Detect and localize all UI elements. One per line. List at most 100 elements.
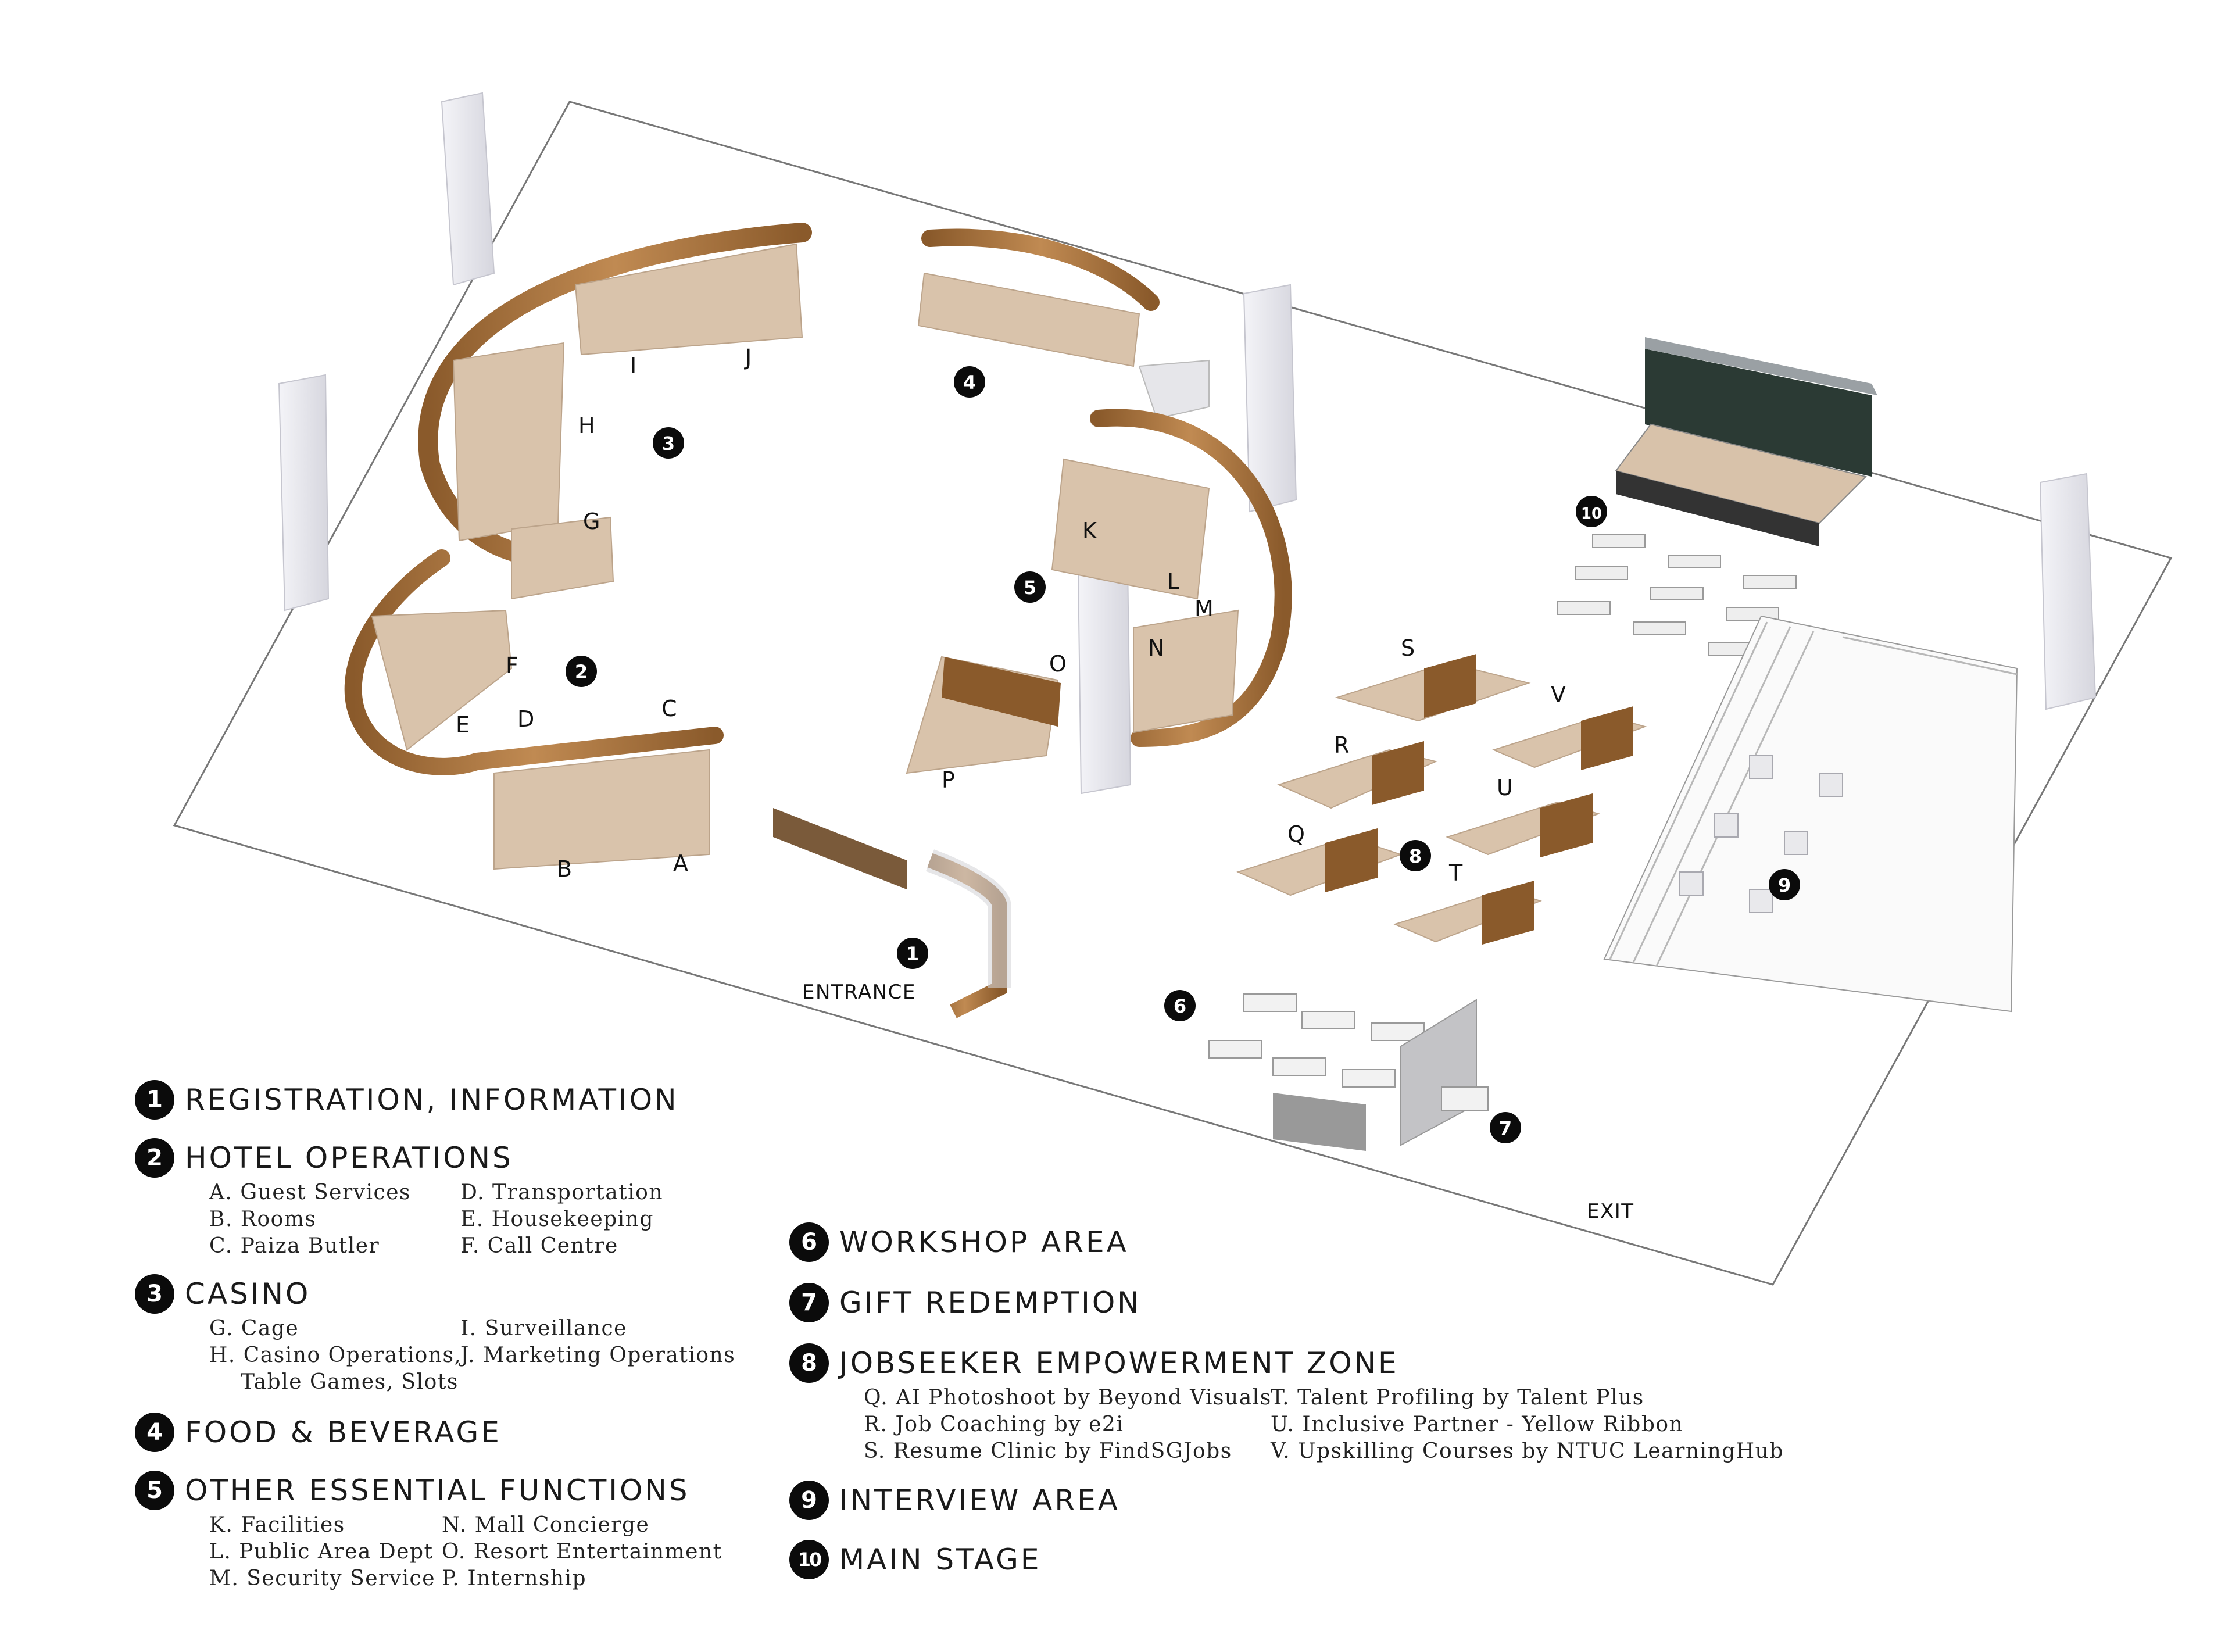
section-title: FOOD & BEVERAGE [185,1415,502,1449]
legend-item: O. Resort Entertainment [442,1540,722,1564]
booth-panels [1325,654,1633,945]
booth-label-k: K [1082,518,1097,543]
legend-section-casino: 3 CASINO [135,1272,774,1315]
section-title: CASINO [185,1277,311,1311]
exit-label: EXIT [1587,1200,1634,1223]
zone-badge-7: 7 [1490,1112,1521,1143]
legend-item: L. Public Area Dept [209,1540,434,1564]
section-title: WORKSHOP AREA [839,1225,1129,1259]
booth-label-q: Q [1287,821,1305,847]
legend-item: Q. AI Photoshoot by Beyond Visuals [864,1386,1272,1410]
legend-section-registration: 1 REGISTRATION, INFORMATION [135,1078,774,1121]
zone-badge-5: 5 [1014,571,1046,603]
legend-item: J. Marketing Operations [460,1343,736,1367]
legend-item: G. Cage [209,1317,299,1340]
legend-item: U. Inclusive Partner - Yellow Ribbon [1271,1413,1684,1436]
legend-item: P. Internship [442,1567,587,1590]
legend-item: V. Upskilling Courses by NTUC LearningHu… [1271,1439,1784,1463]
legend-right: 6 WORKSHOP AREA 7 GIFT REDEMPTION 8 JOBS… [789,1221,1784,1581]
booth-label-j: J [744,345,752,370]
booth-label-l: L [1167,568,1179,594]
booth-label-i: I [630,353,636,378]
zone-badge: 5 [135,1471,174,1510]
svg-text:5: 5 [1024,577,1036,599]
booth-label-v: V [1551,682,1566,707]
booth-label-s: S [1401,635,1415,661]
booth-label-c: C [661,696,677,721]
interview-area [1603,615,2018,1013]
section-title: MAIN STAGE [839,1543,1042,1576]
functions-ring [906,409,1292,774]
svg-text:2: 2 [575,661,588,683]
section-title: OTHER ESSENTIAL FUNCTIONS [185,1474,690,1507]
booth-label-o: O [1049,651,1067,677]
legend-item: H. Casino Operations, [209,1343,462,1367]
legend-item: D. Transportation [460,1181,664,1204]
legend-section-interview: 9 INTERVIEW AREA [789,1479,1777,1522]
zone-badge: 1 [135,1080,174,1120]
legend-section-main-stage: 10 MAIN STAGE [789,1538,1777,1581]
booth-label-f: F [506,653,518,678]
legend-item: I. Surveillance [460,1317,627,1340]
legend-section-workshop: 6 WORKSHOP AREA [789,1221,1777,1264]
zone-badge: 7 [789,1283,829,1322]
fnb-area [917,228,1210,420]
workshop-wall [1273,1093,1366,1151]
legend-item: B. Rooms [209,1207,317,1231]
casino-items: G. Cage I. Surveillance H. Casino Operat… [209,1315,774,1396]
other-functions-items: K. Facilities N. Mall Concierge L. Publi… [209,1512,774,1592]
svg-text:6: 6 [1174,995,1186,1017]
hotel-operations-items: A. Guest Services D. Transportation B. R… [209,1179,774,1260]
legend-item: T. Talent Profiling by Talent Plus [1271,1386,1644,1410]
legend-section-jobseeker: 8 JOBSEEKER EMPOWERMENT ZONE [789,1342,1777,1385]
zone-badge: 2 [135,1138,174,1178]
zone-badge-3: 3 [653,427,684,459]
booth-label-n: N [1148,635,1164,661]
legend-item: A. Guest Services [209,1181,411,1204]
svg-text:1: 1 [906,943,919,965]
svg-text:3: 3 [662,432,675,455]
zone-badge: 3 [135,1274,174,1314]
zone-badge: 8 [789,1343,829,1383]
legend-item: E. Housekeeping [460,1207,654,1231]
registration-counter [925,849,1011,988]
zone-badge-1: 1 [897,938,928,969]
section-title: JOBSEEKER EMPOWERMENT ZONE [839,1346,1399,1380]
booth-label-e: E [456,712,470,738]
booth-label-p: P [942,767,955,793]
legend-item [460,1369,751,1396]
legend-item: S. Resume Clinic by FindSGJobs [864,1439,1232,1463]
legend-item: N. Mall Concierge [442,1513,650,1537]
legend-item: M. Security Service [209,1567,436,1590]
legend-item: R. Job Coaching by e2i [864,1413,1124,1436]
main-stage [1615,337,1877,546]
booth-label-b: B [557,856,572,882]
legend-item: Table Games, Slots [241,1370,459,1394]
legend-section-food-beverage: 4 FOOD & BEVERAGE [135,1411,774,1454]
booth-label-u: U [1497,775,1513,800]
legend-item: K. Facilities [209,1513,345,1537]
section-title: INTERVIEW AREA [839,1483,1120,1517]
legend-section-gift-redemption: 7 GIFT REDEMPTION [789,1281,1777,1324]
legend-section-other-functions: 5 OTHER ESSENTIAL FUNCTIONS [135,1469,774,1512]
zone-badge-4: 4 [954,366,985,398]
zone-badge-2: 2 [566,656,597,687]
legend-section-hotel-operations: 2 HOTEL OPERATIONS [135,1136,774,1179]
svg-text:4: 4 [963,371,976,394]
zone-badge: 10 [789,1540,829,1579]
booth-label-h: H [578,413,595,438]
zone-badge-9: 9 [1769,869,1800,900]
booth-label-d: D [517,706,534,732]
legend-item: F. Call Centre [460,1234,618,1258]
workshop-tables [1208,993,1425,1088]
zone-badge-10: 10 [1576,496,1607,527]
entrance-label: ENTRANCE [802,981,916,1004]
zone-badge: 6 [789,1222,829,1262]
section-title: GIFT REDEMPTION [839,1286,1142,1320]
gift-redemption-area [1400,999,1489,1146]
booth-label-t: T [1448,860,1463,886]
jobseeker-items: Q. AI Photoshoot by Beyond Visuals T. Ta… [864,1385,1784,1465]
legend-left: 1 REGISTRATION, INFORMATION 2 HOTEL OPER… [135,1078,774,1592]
booth-label-g: G [583,509,600,534]
